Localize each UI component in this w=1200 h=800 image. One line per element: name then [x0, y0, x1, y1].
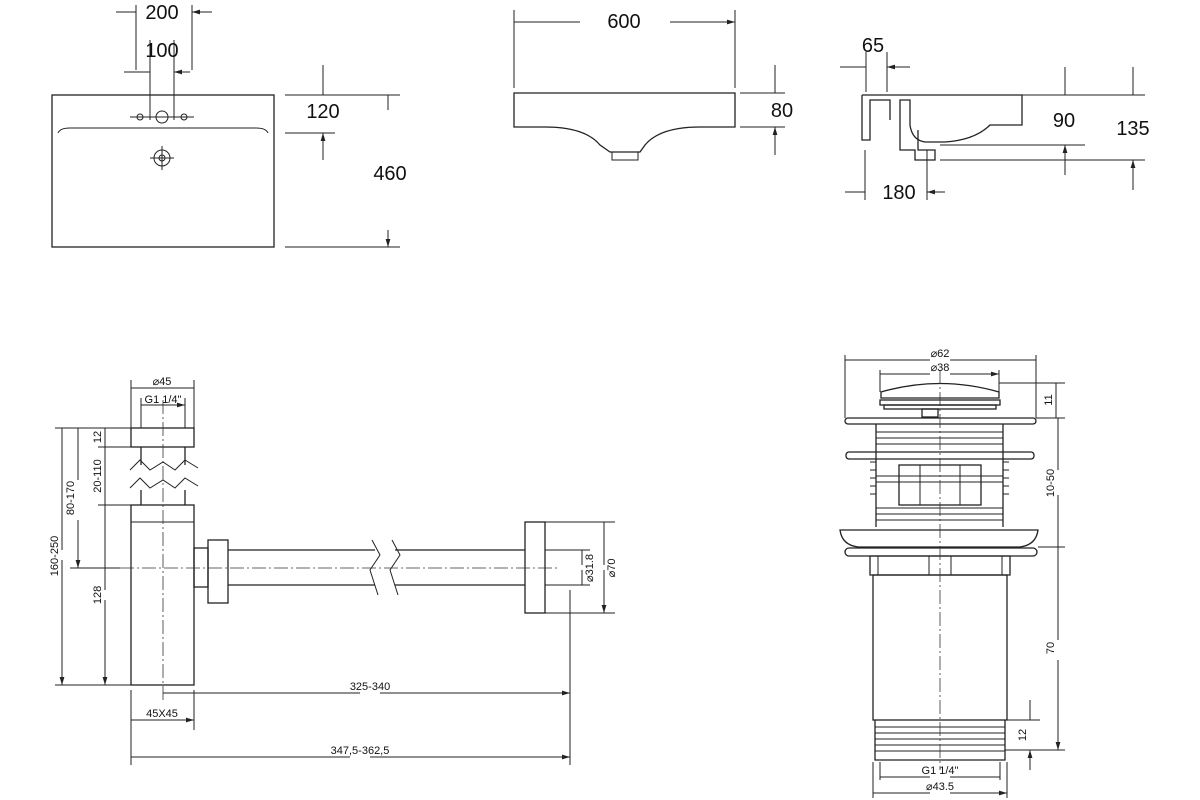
dim-65: 65 [862, 35, 884, 57]
dim-135: 135 [1116, 118, 1149, 140]
dim-dia-31-8: ⌀31.8 [584, 554, 596, 582]
sink-front-view: 200 100 120 460 [51, 2, 407, 247]
dim-10-50: 10-50 [1045, 469, 1057, 497]
dim-80: 80 [771, 100, 793, 122]
dim-45x45: 45X45 [146, 708, 178, 720]
dim-90: 90 [1053, 110, 1075, 132]
dim-dia-70: ⌀70 [606, 559, 618, 578]
dim-347-362: 347,5-362,5 [331, 745, 390, 757]
bottle-siphon-drawing: ⌀45 G1 1/4" 12 20-110 80-170 160-250 128… [49, 376, 618, 765]
dim-600: 600 [607, 11, 640, 33]
dim-128: 128 [92, 586, 104, 604]
click-clack-drain-drawing: ⌀62 ⌀38 11 10-50 70 12 G1 1/4" ⌀43.5 [839, 348, 1065, 798]
dim-dia-38: ⌀38 [931, 362, 950, 374]
dim-120: 120 [306, 101, 339, 123]
dim-80-170: 80-170 [65, 481, 77, 515]
dim-thread: G1 1/4" [145, 394, 182, 406]
dim-dia-43-5: ⌀43.5 [926, 781, 954, 793]
dim-11: 11 [1043, 394, 1055, 405]
sink-section-view: 65 90 135 180 [840, 35, 1150, 204]
dim-12: 12 [1017, 729, 1029, 741]
dim-dia-62: ⌀62 [931, 348, 950, 360]
sink-side-view: 600 80 [513, 10, 793, 161]
dim-180: 180 [882, 182, 915, 204]
dim-dia-45: ⌀45 [153, 376, 172, 388]
dim-200: 200 [145, 2, 178, 24]
dim-20-110: 20-110 [92, 459, 104, 492]
dim-460: 460 [373, 163, 406, 185]
dim-325-340: 325-340 [350, 681, 390, 693]
dim-160-250: 160-250 [49, 536, 61, 576]
dim-12: 12 [92, 431, 104, 443]
dim-100: 100 [145, 40, 178, 62]
dim-70: 70 [1045, 642, 1057, 654]
dim-thread: G1 1/4" [922, 765, 959, 777]
